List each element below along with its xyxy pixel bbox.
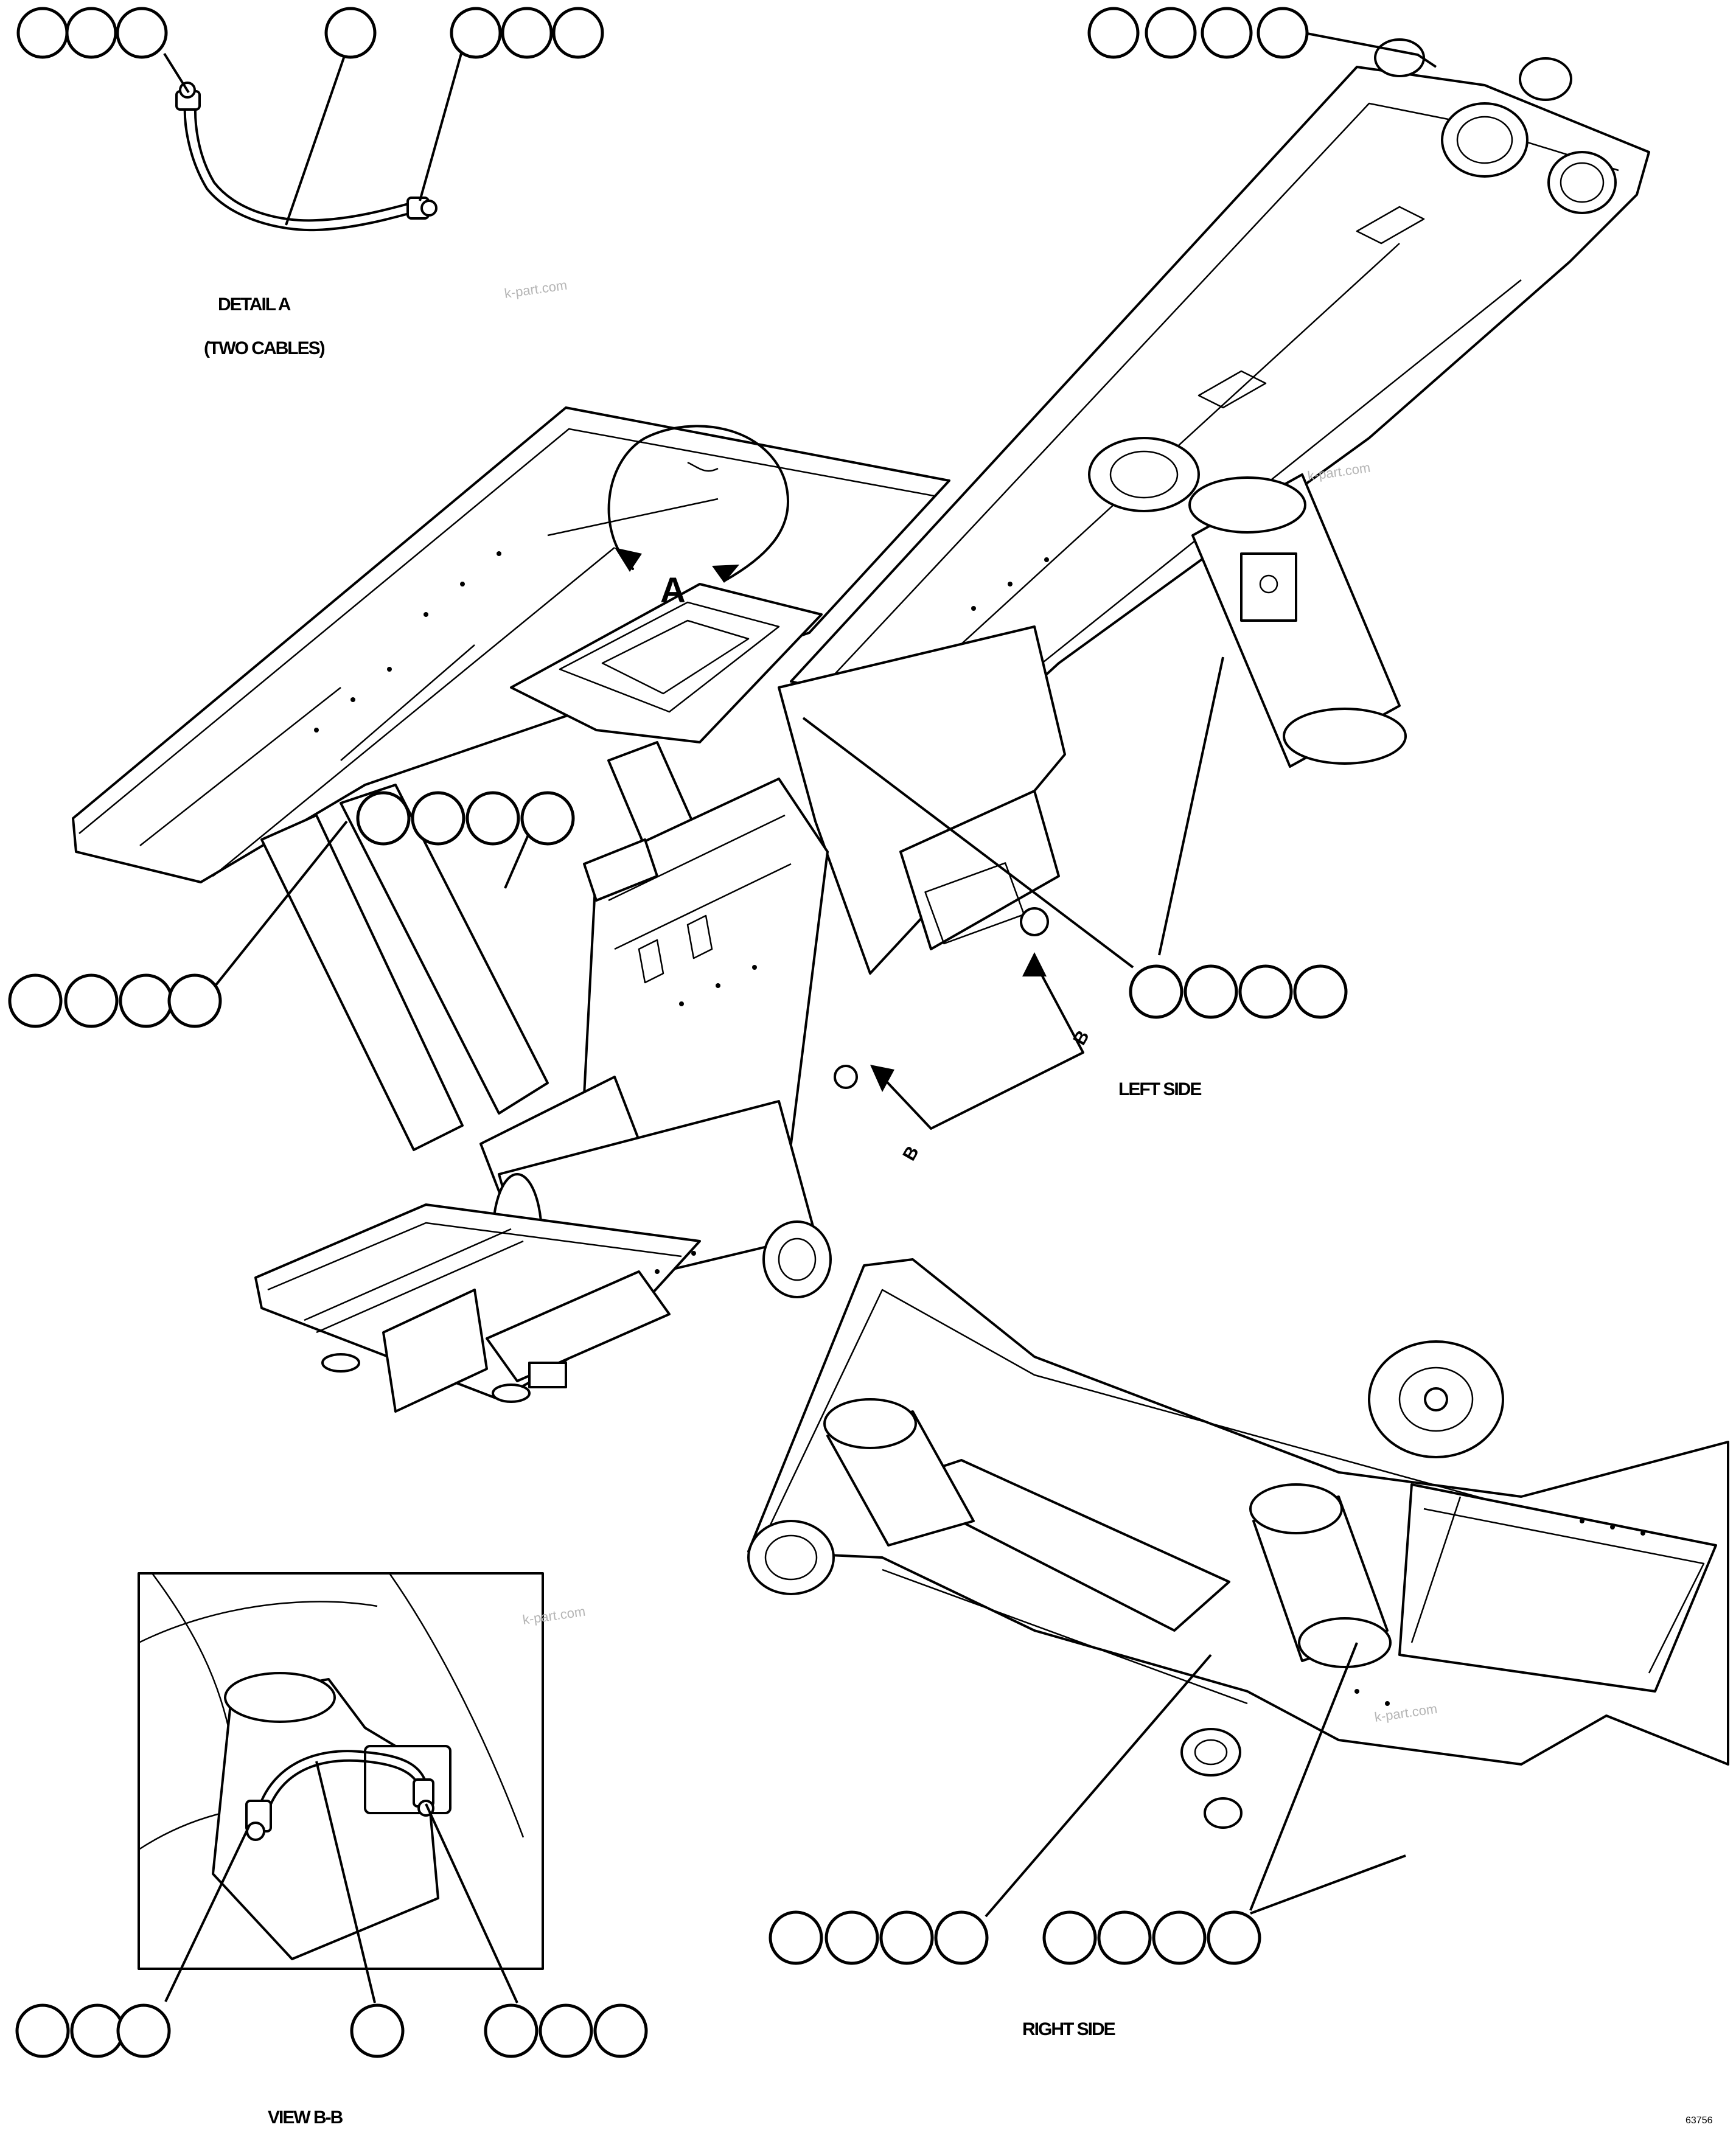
callout-group-view-bb-middle <box>350 2003 405 2058</box>
callout-bubble <box>15 2003 70 2058</box>
marker-b-left: B <box>899 1143 922 1164</box>
callout-bubble <box>119 973 173 1028</box>
detail-a-subtitle: (TWO CABLES) <box>204 338 325 358</box>
right-side-label: RIGHT SIDE <box>1022 2019 1115 2039</box>
callout-bubble <box>593 2003 648 2058</box>
callout-bubble <box>1042 1910 1097 1965</box>
callout-group-detail-a-left <box>16 7 168 59</box>
callout-bubble <box>1097 1910 1152 1965</box>
callout-bubble <box>1087 7 1140 59</box>
callout-bubble <box>465 791 520 846</box>
callout-bubble <box>1183 964 1238 1019</box>
callout-bubble <box>116 2003 171 2058</box>
callout-group-view-bb-left <box>15 2003 171 2058</box>
callout-bubble <box>934 1910 989 1965</box>
callout-bubble <box>484 2003 539 2058</box>
figure-code: 63756 <box>1685 2115 1713 2126</box>
callout-bubble <box>167 973 222 1028</box>
callout-bubble <box>356 791 411 846</box>
callout-bubble <box>824 1910 879 1965</box>
callout-group-top-right <box>1087 7 1309 59</box>
callout-group-right-side-right <box>1042 1910 1261 1965</box>
callout-group-right-side-left <box>769 1910 989 1965</box>
view-bb-inset <box>138 1572 544 1970</box>
callout-bubble <box>324 7 377 59</box>
marker-b-right: B <box>1069 1028 1093 1049</box>
callout-bubble <box>552 7 604 59</box>
callout-bubble <box>539 2003 593 2058</box>
callout-group-view-bb-right <box>484 2003 648 2058</box>
callout-bubble <box>350 2003 405 2058</box>
callout-bubble <box>769 1910 823 1965</box>
callout-bubble <box>411 791 465 846</box>
callout-bubble <box>501 7 553 59</box>
marker-a-letter: A <box>660 571 686 610</box>
callout-bubble <box>1257 7 1309 59</box>
callout-bubble <box>1129 964 1183 1019</box>
callout-bubble <box>1152 1910 1207 1965</box>
callout-group-left <box>8 973 222 1028</box>
callout-bubble <box>1238 964 1293 1019</box>
callout-bubble <box>70 2003 125 2058</box>
detail-a-cable <box>175 82 437 232</box>
main-frame-right-side <box>747 1258 1729 1829</box>
callout-bubble <box>450 7 502 59</box>
callout-bubble <box>8 973 63 1028</box>
callout-group-detail-a-middle <box>324 7 377 59</box>
callout-bubble <box>1145 7 1197 59</box>
left-side-label: LEFT SIDE <box>1118 1079 1201 1099</box>
detail-a-title: DETAIL A <box>218 294 291 315</box>
callout-group-left-side <box>1129 964 1348 1019</box>
callout-bubble <box>65 7 117 59</box>
callout-bubble <box>16 7 69 59</box>
callout-bubble <box>1201 7 1253 59</box>
callout-bubble <box>879 1910 934 1965</box>
callout-bubble <box>1293 964 1348 1019</box>
callout-group-center <box>356 791 575 846</box>
view-bb-label: VIEW B-B <box>268 2107 343 2128</box>
watermark: k-part.com <box>503 277 568 301</box>
callout-bubble <box>116 7 168 59</box>
main-frame-left-side: A B B <box>72 38 1650 1413</box>
leader-lines <box>163 32 1437 2003</box>
callout-bubble <box>520 791 575 846</box>
callout-bubble <box>64 973 119 1028</box>
callout-bubble <box>1207 1910 1261 1965</box>
callout-group-detail-a-right <box>450 7 604 59</box>
